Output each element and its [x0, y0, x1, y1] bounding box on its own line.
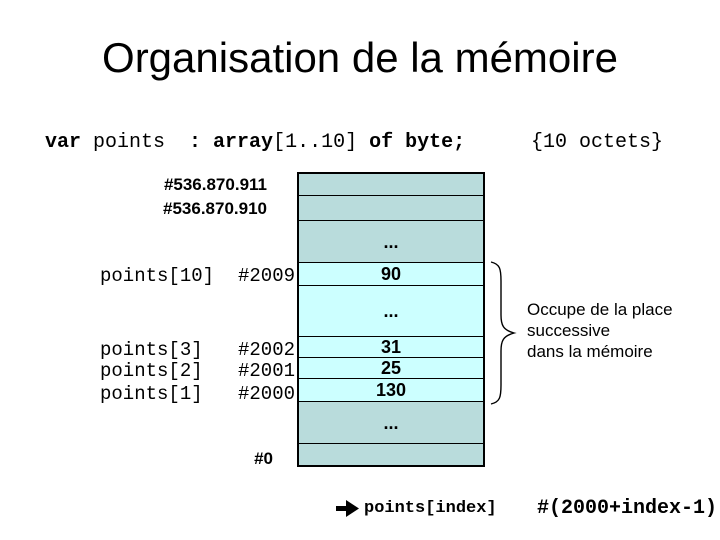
memory-cell-value: ...: [383, 412, 399, 433]
declaration-segment: of byte;: [369, 131, 466, 154]
index-expression: points[index]: [364, 499, 497, 518]
memory-cell: [299, 195, 483, 220]
memory-cell: [299, 174, 483, 195]
right-arrow-icon: [336, 500, 359, 517]
declaration-segment: var: [45, 131, 82, 154]
element-address-label: #2001: [237, 360, 295, 382]
memory-cell: 130: [299, 378, 483, 401]
address-formula: #(2000+index-1): [537, 497, 718, 520]
memory-cell: ...: [299, 401, 483, 443]
element-name-label: points[1]: [100, 382, 203, 405]
zero-address-label: #0: [254, 449, 273, 468]
memory-cell: ...: [299, 220, 483, 262]
element-address-label: #2000: [237, 382, 295, 405]
declaration-segment: [1..10]: [273, 131, 370, 154]
annotation-line: dans la mémoire: [527, 342, 653, 361]
brace-icon: [490, 261, 517, 405]
high-address-label: #536.870.910: [163, 198, 267, 218]
high-address-label: #536.870.911: [163, 174, 267, 194]
element-name-label: points[3]: [100, 338, 203, 361]
element-address-label: #2002: [237, 338, 295, 361]
annotation-text: Occupe de la place successive dans la mé…: [527, 299, 673, 362]
memory-cell-value: 90: [380, 264, 402, 284]
memory-cell-value: 25: [380, 358, 402, 378]
annotation-line: successive: [527, 321, 611, 340]
memory-cell-value: ...: [383, 231, 399, 252]
memory-cell: 31: [299, 336, 483, 357]
memory-cell: [299, 443, 483, 465]
memory-cell: 25: [299, 357, 483, 378]
memory-cell-value: ...: [383, 301, 399, 321]
declaration-segment: :: [177, 131, 214, 154]
memory-cell: 90: [299, 262, 483, 285]
memory-cell-value: 31: [380, 337, 402, 357]
memory-cell-value: 130: [375, 380, 407, 400]
page-title: Organisation de la mémoire: [102, 34, 618, 81]
element-address-label: #2009: [237, 264, 295, 287]
element-name-label: points[2]: [100, 360, 203, 382]
variable-declaration: var points : array[1..10] of byte;: [45, 131, 465, 155]
declaration-segment: array: [213, 131, 274, 154]
annotation-line: Occupe de la place: [527, 300, 673, 319]
memory-cell: ...: [299, 285, 483, 336]
size-comment: {10 octets}: [531, 131, 664, 154]
declaration-segment: points: [81, 131, 178, 154]
element-name-label: points[10]: [100, 264, 215, 287]
